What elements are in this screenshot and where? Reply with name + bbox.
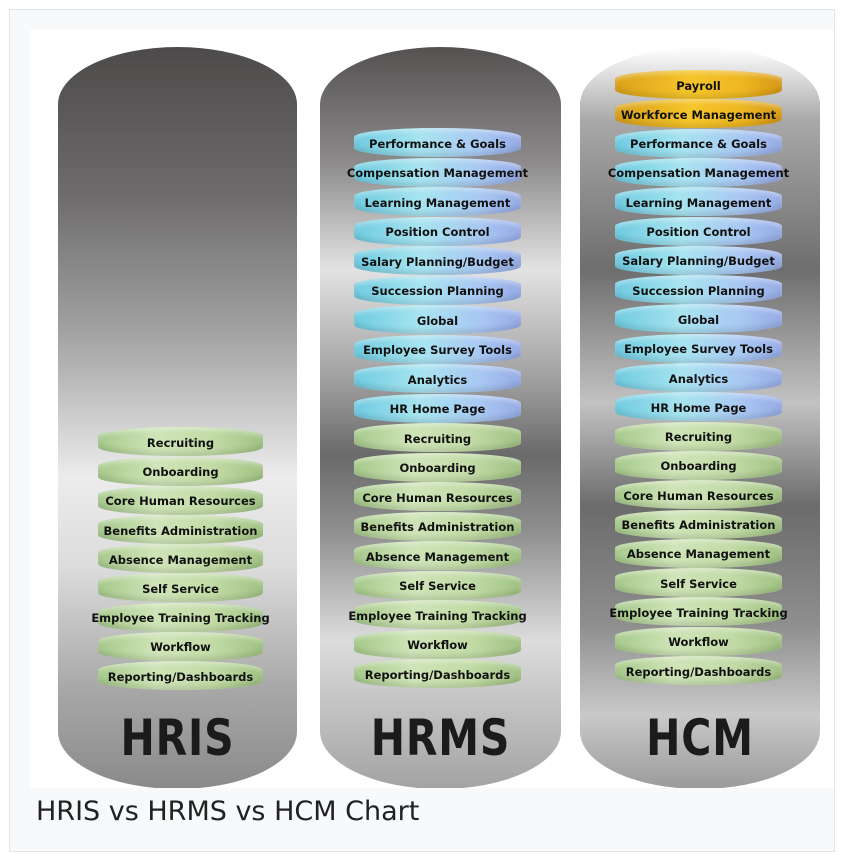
hcm-layer-benefits-administration: Benefits Administration — [615, 509, 782, 539]
hcm-layer-succession-planning: Succession Planning — [615, 275, 782, 305]
hcm-layer-self-service: Self Service — [615, 568, 782, 598]
hrms-layer-core-human-resources: Core Human Resources — [354, 482, 521, 511]
hrms-layer-global: Global — [354, 305, 521, 334]
hcm-layer-onboarding: Onboarding — [615, 450, 782, 480]
hcm-layer-workflow: Workflow — [615, 626, 782, 656]
hrms-layer-recruiting: Recruiting — [354, 423, 521, 452]
hrms-layer-analytics: Analytics — [354, 364, 521, 393]
hris-layer-benefits-administration: Benefits Administration — [98, 515, 263, 544]
hris-layer-absence-management: Absence Management — [98, 544, 263, 574]
hcm-layer-employee-survey-tools: Employee Survey Tools — [615, 333, 782, 363]
hcm-layer-recruiting: Recruiting — [615, 421, 782, 451]
hcm-title: HCM — [646, 709, 754, 767]
hrms-layer-hr-home-page: HR Home Page — [354, 393, 521, 423]
hrms-layer-self-service: Self Service — [354, 570, 521, 600]
hcm-layer-employee-training-tracking: Employee Training Tracking — [609, 597, 788, 627]
hrms-layer-workflow: Workflow — [354, 629, 521, 659]
hris-layer-workflow: Workflow — [98, 631, 263, 661]
hrms-layer-salary-planning-budget: Salary Planning/Budget — [354, 246, 521, 275]
hrms-layer-onboarding: Onboarding — [354, 452, 521, 482]
hcm-layer-hr-home-page: HR Home Page — [615, 392, 782, 422]
hrms-layer-compensation-management: Compensation Management — [347, 157, 528, 187]
hrms-layer-absence-management: Absence Management — [354, 541, 521, 570]
hcm-layer-absence-management: Absence Management — [615, 538, 782, 568]
hrms-layer-position-control: Position Control — [354, 216, 521, 246]
hris-layer-onboarding: Onboarding — [98, 456, 263, 486]
hcm-layer-reporting-dashboards: Reporting/Dashboards — [615, 656, 782, 685]
hris-layer-self-service: Self Service — [98, 573, 263, 603]
figure-caption: HRIS vs HRMS vs HCM Chart — [36, 796, 420, 827]
hcm-layer-salary-planning-budget: Salary Planning/Budget — [615, 245, 782, 275]
hcm-layer-compensation-management: Compensation Management — [608, 157, 789, 187]
hrms-layer-benefits-administration: Benefits Administration — [354, 511, 521, 541]
hcm-layer-learning-management: Learning Management — [615, 187, 782, 217]
hrms-layer-employee-training-tracking: Employee Training Tracking — [348, 600, 527, 629]
hrms-layer-learning-management: Learning Management — [354, 187, 521, 216]
hris-layer-recruiting: Recruiting — [98, 427, 263, 457]
hrms-layer-employee-survey-tools: Employee Survey Tools — [354, 334, 521, 364]
hcm-layer-global: Global — [615, 304, 782, 334]
hcm-layer-workforce-management: Workforce Management — [615, 99, 782, 129]
hrms-layer-reporting-dashboards: Reporting/Dashboards — [354, 659, 521, 688]
hrms-layer-succession-planning: Succession Planning — [354, 275, 521, 305]
hcm-layer-performance-goals: Performance & Goals — [615, 128, 782, 158]
hcm-layer-position-control: Position Control — [615, 216, 782, 246]
hris-layer-employee-training-tracking: Employee Training Tracking — [91, 602, 270, 632]
hrms-layer-performance-goals: Performance & Goals — [354, 128, 521, 157]
hcm-layer-payroll: Payroll — [615, 70, 782, 99]
hris-title: HRIS — [120, 709, 235, 767]
hris-layer-reporting-dashboards: Reporting/Dashboards — [98, 661, 263, 690]
hris-layer-core-human-resources: Core Human Resources — [98, 485, 263, 515]
hcm-layer-core-human-resources: Core Human Resources — [615, 480, 782, 510]
hcm-layer-analytics: Analytics — [615, 363, 782, 392]
hrms-title: HRMS — [370, 709, 511, 767]
